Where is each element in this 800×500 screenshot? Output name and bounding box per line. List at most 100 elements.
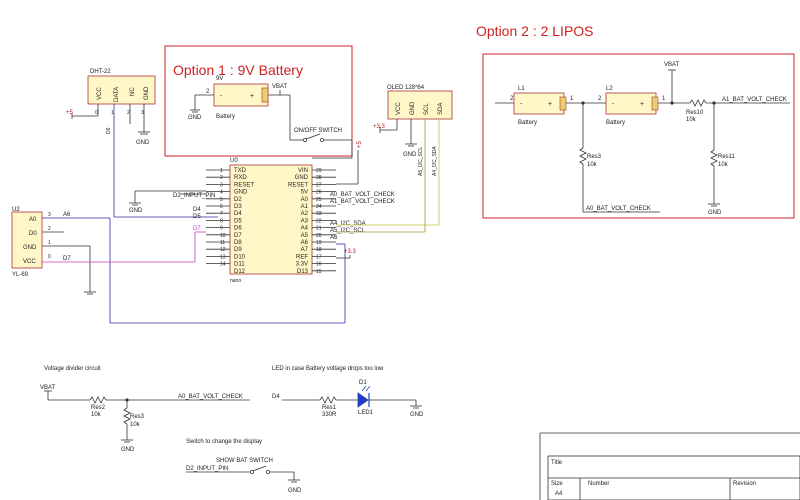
u0-ref: U0 <box>230 158 238 164</box>
option2-res11-ref: Res11 <box>718 154 736 160</box>
option2-l1-pin2: 2 <box>510 96 514 102</box>
option2-res10 <box>689 99 707 107</box>
u0-right-pin-label: REF <box>296 254 308 260</box>
dht-pin-gnd: GND <box>144 86 150 100</box>
dht-num-0: 0 <box>95 110 98 116</box>
u0-net-d5: D5 <box>193 214 201 220</box>
option1-title: Option 1 : 9V Battery <box>173 62 303 78</box>
title-block-size-value: A4 <box>555 491 563 497</box>
option1-switch-contact-b <box>320 138 324 142</box>
led-res-ref: Res1 <box>322 405 337 411</box>
option2-res10-val: 10k <box>686 117 697 123</box>
u0-left-pin-num: 2 <box>220 175 223 181</box>
u0-right-pin-label: A6 <box>301 240 309 246</box>
option1-battery-plus: + <box>250 93 254 100</box>
u0-net-d4: D4 <box>193 207 201 213</box>
u0-left-pin-num: 14 <box>220 262 226 268</box>
oled-pin-sda: SDA <box>438 103 444 115</box>
u0-left-pins: TXD1RXD2RESET3GND4D25D36D47D58D69D710D81… <box>206 168 254 275</box>
show-bat-switch-lever[interactable] <box>252 465 267 472</box>
oled-name: OLED 128*64 <box>387 85 425 91</box>
led-res-val: 330R <box>322 412 337 418</box>
oled-pin-gnd: GND <box>410 101 416 115</box>
switch-gnd: GND <box>288 488 302 494</box>
u0-right-pin-label: VIN <box>298 168 308 174</box>
option2-res3 <box>579 147 587 165</box>
option1-gnd: GND <box>188 115 202 121</box>
dht-data-tag: D5 <box>106 127 112 134</box>
u0-right-pin-label: A7 <box>301 247 309 253</box>
dht-name: DHT-22 <box>90 69 111 75</box>
u0-tag-5: +5 <box>357 140 363 148</box>
u0-left-pin-num: 12 <box>220 247 226 253</box>
u0-right-pin-num: 29 <box>316 168 322 174</box>
dht-sensor <box>87 75 156 105</box>
led-gnd: GND <box>410 412 424 418</box>
u0-left-pin-num: 9 <box>220 226 223 232</box>
u0-left-pin-num: 6 <box>220 204 223 210</box>
u0-right-pin-num: 19 <box>316 240 322 246</box>
dht-gnd: GND <box>136 140 150 146</box>
u2-num-3: 3 <box>48 212 51 218</box>
u0-right-pin-label: A2 <box>301 211 309 217</box>
option2-l2-pin2: 2 <box>598 96 602 102</box>
u0-left-pin-label: D3 <box>234 204 242 210</box>
option1-battery-terminal <box>261 87 269 103</box>
u0-net-a4: A4_I2C_SDA <box>330 221 366 227</box>
divider-net: A0_BAT_VOLT_CHECK <box>178 394 243 400</box>
u0-right-pin-num: 16 <box>316 262 322 268</box>
option1-switch-lever[interactable] <box>305 133 321 140</box>
u0-right-pin-label: A3 <box>301 218 309 224</box>
dht-vcc-tag: +5 <box>66 110 74 116</box>
u0-gnd: GND <box>129 208 143 214</box>
option2-res11-val: 10k <box>718 162 729 168</box>
u0-right-pin-label: 3.3V <box>296 262 308 268</box>
u0-right-pin-label: A1 <box>301 204 309 210</box>
divider-res2-val: 10k <box>91 412 102 418</box>
u0-left-pin-label: D12 <box>234 269 246 275</box>
switch-net: D2_INPUT_PIN <box>186 466 228 472</box>
led-d-name: LED1 <box>358 410 374 416</box>
u0-net-a1: A1_BAT_VOLT_CHECK <box>330 199 395 205</box>
option2-l2-minus: - <box>612 101 615 108</box>
option2-l2-pin1: 1 <box>662 96 666 102</box>
u2-num-0: 0 <box>48 254 51 260</box>
u0-left-pin-num: 13 <box>220 254 226 260</box>
u0-right-pin-num: 25 <box>316 197 322 203</box>
led-net: D4 <box>272 394 280 400</box>
led-res <box>319 396 337 404</box>
dht-pin-data: DATA <box>114 87 120 102</box>
u0-net-d7: D7 <box>193 226 201 232</box>
option2-res3-val: 10k <box>587 162 598 168</box>
dht-pin-nc: NC <box>130 87 136 96</box>
option1-switch-contact-a <box>303 138 307 142</box>
u0-right-pin-label: 5V <box>301 190 308 196</box>
option1-vbat: VBAT <box>272 84 288 90</box>
u0-right-pin-label: A4 <box>301 226 309 232</box>
u0-nano <box>229 164 313 275</box>
divider-res2 <box>89 396 107 404</box>
option2-net-a1: A1_BAT_VOLT_CHECK <box>722 97 787 103</box>
u0-left-pin-label: D6 <box>234 226 242 232</box>
option1-battery-ref: 9V <box>216 76 223 82</box>
oled-gnd: GND <box>403 152 417 158</box>
oled-sda-net: A4_I2C_SDA <box>432 146 438 176</box>
u0-left-pin-num: 4 <box>220 190 223 196</box>
option1-frame <box>164 45 353 157</box>
led-d-ref: D1 <box>359 380 367 386</box>
divider-vbat: VBAT <box>40 385 56 391</box>
u0-left-pin-label: TXD <box>234 168 247 174</box>
u0-tag-3v3: +3.3 <box>344 249 357 255</box>
oled-pin-scl: SCL <box>424 103 430 115</box>
u0-left-pin-label: D11 <box>234 262 245 268</box>
u0-right-pin-num: 20 <box>316 233 322 239</box>
u2-net-a6: A6 <box>63 212 71 218</box>
u0-left-pin-label: D2 <box>234 197 242 203</box>
u0-left-pin-label: D7 <box>234 233 242 239</box>
u0-left-pin-num: 3 <box>220 182 223 188</box>
option2-res10-ref: Res10 <box>686 110 704 116</box>
u2-pin-vcc: VCC <box>23 259 36 265</box>
